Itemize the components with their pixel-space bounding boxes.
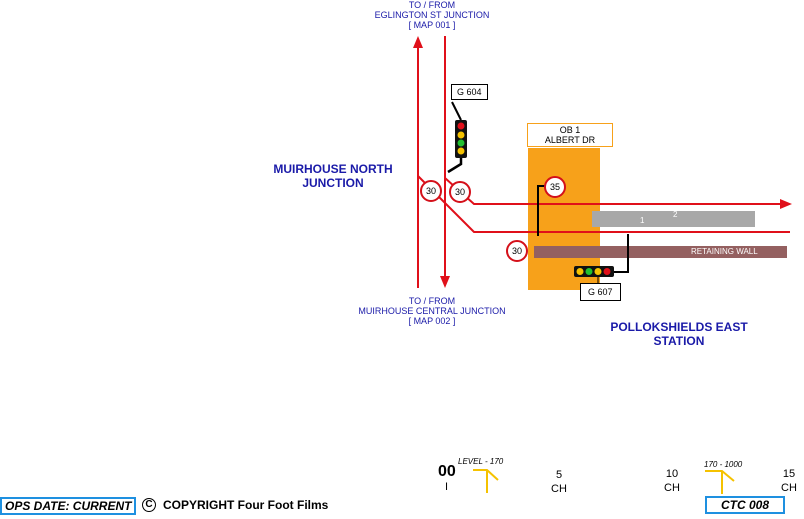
g604-yellow-lamp bbox=[457, 131, 465, 139]
g607-yellow-lamp bbox=[576, 268, 584, 275]
mileage-zero: 00 bbox=[438, 463, 456, 480]
top-route-line3: [ MAP 001 ] bbox=[408, 20, 456, 30]
g604-post bbox=[447, 156, 463, 174]
g604-yellow2-lamp bbox=[457, 147, 465, 155]
gradient-marker-left bbox=[473, 469, 499, 493]
top-route-label: TO / FROM EGLINGTON ST JUNCTION [ MAP 00… bbox=[332, 0, 532, 30]
top-route-line1: TO / FROM bbox=[408, 0, 456, 10]
speed-limit-sign: 30 bbox=[506, 240, 528, 262]
down-arrow bbox=[440, 276, 450, 288]
chain-5: 5 CH bbox=[551, 469, 567, 495]
retaining-wall-label: RETAINING WALL bbox=[691, 247, 758, 256]
speed-limit-sign: 30 bbox=[420, 180, 442, 202]
platform-2-label: 2 bbox=[673, 210, 678, 219]
mileage-tick: I bbox=[445, 481, 449, 493]
signal-g607-head bbox=[574, 266, 614, 277]
g604-leader bbox=[451, 101, 462, 121]
level-left-label: LEVEL - 170 bbox=[458, 457, 504, 466]
chain-15: 15 CH bbox=[781, 468, 797, 494]
g607-post bbox=[614, 234, 629, 273]
signal-g607-label: G 607 bbox=[580, 283, 621, 301]
g607-green-lamp bbox=[585, 268, 593, 275]
copyright-icon: C bbox=[142, 498, 156, 512]
bottom-route-label: TO / FROM MUIRHOUSE CENTRAL JUNCTION [ M… bbox=[332, 296, 532, 326]
top-route-line2: EGLINGTON ST JUNCTION bbox=[374, 10, 490, 20]
bottom-route-line1: TO / FROM bbox=[408, 296, 456, 306]
platform-1-label: 1 bbox=[640, 216, 645, 225]
g604-green-lamp bbox=[457, 139, 465, 147]
g604-red-lamp bbox=[457, 122, 465, 130]
ops-date-box: OPS DATE: CURRENT bbox=[0, 497, 137, 515]
retaining-wall bbox=[534, 246, 787, 258]
speed35-post bbox=[537, 185, 545, 236]
level-right-label: 170 - 1000 bbox=[704, 460, 743, 469]
track-branch-upper bbox=[444, 177, 780, 205]
muirhouse-north-label: MUIRHOUSE NORTH JUNCTION bbox=[273, 162, 393, 190]
signal-g604-label: G 604 bbox=[451, 84, 488, 100]
chain-10: 10 CH bbox=[664, 468, 680, 494]
copyright-text: COPYRIGHT Four Foot Films bbox=[163, 498, 329, 512]
speed-limit-sign: 35 bbox=[544, 176, 566, 198]
speed-limit-sign: 30 bbox=[449, 181, 471, 203]
platform bbox=[592, 211, 755, 227]
signal-g604-head bbox=[455, 120, 467, 158]
ctc-box: CTC 008 bbox=[705, 496, 785, 514]
bottom-route-line2: MUIRHOUSE CENTRAL JUNCTION bbox=[358, 306, 506, 316]
g607-yellow2-lamp bbox=[594, 268, 602, 275]
ob-box-label: OB 1 ALBERT DR bbox=[527, 123, 613, 147]
gradient-marker-right bbox=[705, 470, 735, 494]
g607-red-lamp bbox=[603, 268, 611, 275]
bottom-route-line3: [ MAP 002 ] bbox=[408, 316, 456, 326]
pollokshields-label: POLLOKSHIELDS EAST STATION bbox=[610, 320, 748, 348]
up-arrow bbox=[413, 36, 423, 48]
east-arrow-upper bbox=[780, 199, 792, 209]
